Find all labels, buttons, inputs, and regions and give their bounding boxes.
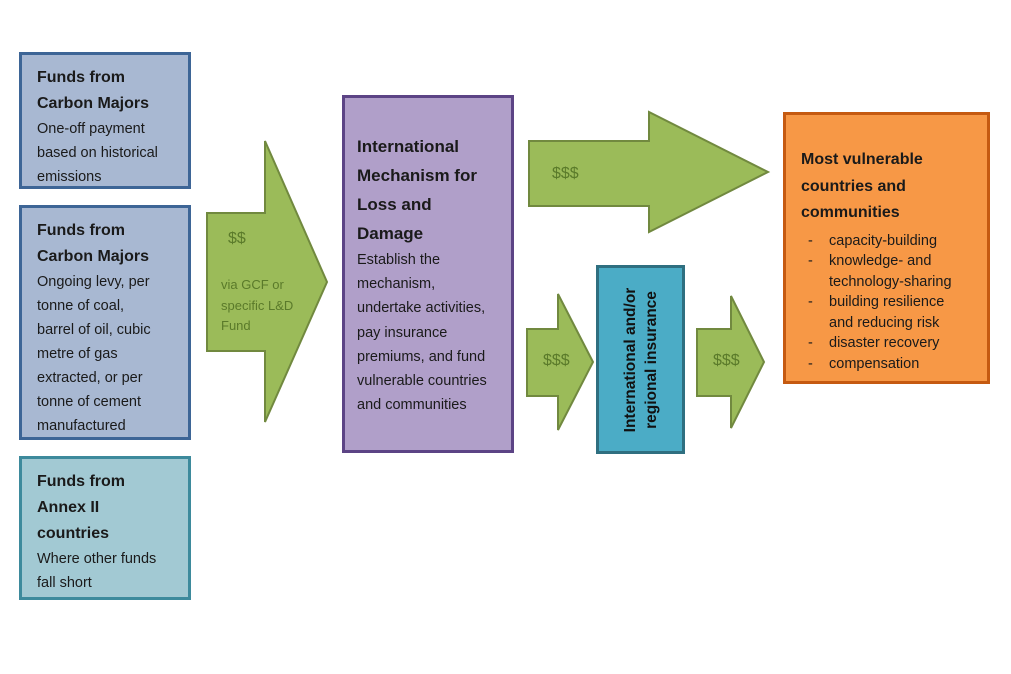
source-title-line: Funds from	[37, 222, 125, 239]
list-item-line: and reducing risk	[829, 314, 940, 331]
mechanism-title-line: International	[357, 137, 460, 156]
source-title-line: Carbon Majors	[37, 248, 150, 265]
mechanism-body-line: undertake activities,	[357, 300, 486, 317]
dash-bullet: -	[808, 294, 813, 310]
source-body-line: metre of gas	[37, 346, 118, 362]
list-item: - compensation	[801, 354, 981, 375]
insurance-label: International and/or regional insurance	[620, 270, 662, 450]
list-item-line: disaster recovery	[829, 335, 940, 351]
source-body-line: tonne of coal,	[37, 298, 125, 314]
mechanism-title-line: Mechanism for	[357, 166, 477, 185]
source-box-carbon-majors-levy: Funds from Carbon Majors Ongoing levy, p…	[19, 205, 191, 440]
recipients-title-line: communities	[801, 204, 900, 221]
source-body-line: Ongoing levy, per	[37, 274, 150, 290]
source-title-line: Funds from	[37, 473, 125, 490]
dash-bullet: -	[808, 232, 813, 249]
recipients-amount-label: $$$	[552, 165, 579, 182]
mechanism-box: International Mechanism for Loss and Dam…	[342, 95, 514, 453]
via-line: via GCF or	[221, 277, 284, 292]
dash-bullet: -	[808, 335, 813, 351]
source-body-line: fall short	[37, 575, 92, 591]
recipients-list: - capacity-building - knowledge- and tec…	[801, 231, 981, 375]
source-body-line: extracted, or per	[37, 370, 143, 386]
dash-bullet: -	[808, 253, 813, 269]
source-body-line: emissions	[37, 169, 102, 185]
mechanism-title-line: Loss and	[357, 195, 432, 214]
mechanism-title-line: Damage	[357, 224, 424, 243]
list-item: - knowledge- and technology-sharing	[801, 251, 981, 292]
recipients-title-line: Most vulnerable	[801, 151, 923, 168]
mechanism-body-line: vulnerable countries	[357, 373, 487, 390]
source-box-annex-ii: Funds from Annex II countries Where othe…	[19, 456, 191, 600]
via-line: specific L&D	[221, 297, 294, 313]
mechanism-body-line: Establish the	[357, 252, 441, 268]
recipients-title-line: countries and	[801, 177, 906, 195]
mechanism-body-line: mechanism,	[357, 276, 436, 293]
source-body-line: Where other funds	[37, 551, 157, 567]
insurance-box: International and/or regional insurance	[596, 265, 685, 454]
list-item-line: capacity-building	[829, 232, 938, 249]
source-body-line: tonne of cement	[37, 394, 141, 410]
mechanism-body-line: pay insurance	[357, 324, 448, 341]
inbound-arrow	[206, 140, 329, 423]
list-item: - disaster recovery	[801, 333, 981, 354]
source-body-line: barrel of oil, cubic	[37, 322, 151, 338]
recipients-box: Most vulnerable countries and communitie…	[783, 112, 990, 384]
source-title-line: countries	[37, 525, 110, 542]
arrow-to-recipients	[528, 110, 771, 234]
insurance-label-line: regional insurance	[642, 290, 660, 429]
inbound-via-label: via GCF or specific L&D Fund	[221, 275, 293, 337]
insurance-label-line: International and/or	[621, 287, 639, 432]
list-item: - capacity-building	[801, 231, 981, 252]
arrow-to-insurance	[526, 293, 595, 431]
source-box-carbon-majors-one-off: Funds from Carbon Majors One-off payment…	[19, 52, 191, 189]
via-line: Fund	[221, 318, 251, 333]
source-title-line: Carbon Majors	[37, 95, 150, 112]
source-title-line: Funds from	[37, 69, 125, 86]
dash-bullet: -	[808, 355, 813, 372]
insurance-in-amount-label: $$$	[543, 352, 570, 369]
list-item-line: building resilience	[829, 294, 945, 310]
mechanism-body-line: and communities	[357, 397, 467, 414]
source-body-line: One-off payment	[37, 121, 145, 137]
list-item: - building resilience and reducing risk	[801, 292, 981, 333]
inbound-amount-label: $$	[228, 230, 246, 247]
mechanism-body-line: premiums, and fund	[357, 348, 486, 365]
insurance-out-amount-label: $$$	[713, 352, 740, 369]
source-body-line: based on historical	[37, 145, 158, 161]
source-body-line: manufactured	[37, 418, 126, 434]
list-item-line: technology-sharing	[829, 273, 952, 290]
list-item-line: compensation	[829, 355, 920, 372]
arrow-from-insurance	[696, 295, 766, 429]
source-title-line: Annex II	[37, 499, 100, 516]
list-item-line: knowledge- and	[829, 253, 932, 269]
